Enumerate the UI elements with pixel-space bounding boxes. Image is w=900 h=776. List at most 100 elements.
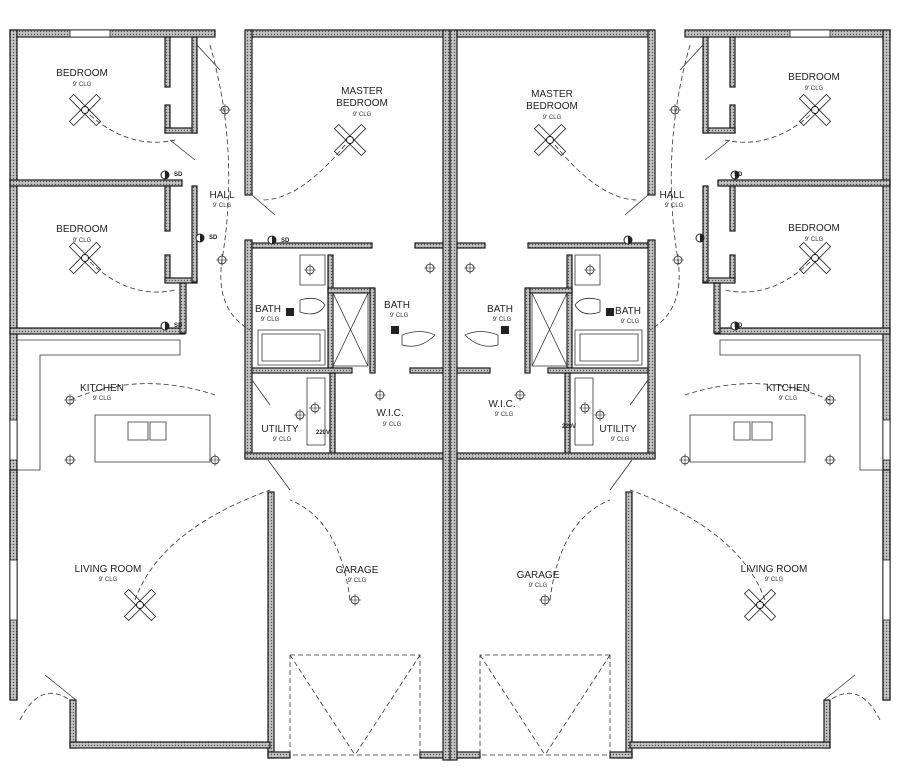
room-label-wic: W.I.C. bbox=[376, 408, 403, 419]
fan-hub bbox=[346, 136, 354, 144]
ceiling-label: 9' CLG bbox=[261, 317, 280, 323]
shower bbox=[332, 292, 369, 367]
ceiling-label: 9' CLG bbox=[611, 437, 630, 443]
wall bbox=[524, 287, 531, 374]
light-cross bbox=[424, 262, 436, 274]
wall bbox=[629, 741, 831, 749]
ceiling-label: 9' CLG bbox=[805, 86, 824, 92]
light-fixture-icon bbox=[584, 264, 596, 276]
toilet bbox=[574, 297, 601, 315]
wall bbox=[191, 36, 198, 134]
fixtures bbox=[17, 44, 883, 756]
exhaust-fan-icon bbox=[391, 326, 399, 334]
room-label-master: MASTER bbox=[341, 86, 383, 97]
switch-wiring bbox=[724, 261, 811, 293]
ceiling-fan-icon bbox=[798, 93, 832, 127]
light-cross bbox=[679, 454, 691, 466]
light-fixture-icon bbox=[514, 389, 526, 401]
ceiling-label: 9' CLG bbox=[805, 237, 824, 243]
light-fixture-icon bbox=[669, 104, 681, 116]
toilet bbox=[299, 297, 326, 315]
wall bbox=[566, 254, 573, 374]
wall bbox=[823, 699, 831, 749]
wall bbox=[251, 367, 353, 374]
wall bbox=[684, 29, 891, 38]
washer-dryer bbox=[574, 377, 594, 446]
light-fixture-icon bbox=[209, 454, 221, 466]
switch-wiring bbox=[684, 383, 831, 401]
wall bbox=[647, 239, 656, 459]
wall bbox=[454, 242, 486, 249]
wall bbox=[179, 282, 187, 334]
light-cross bbox=[824, 454, 836, 466]
smoke-detector-icon bbox=[735, 322, 739, 330]
ceiling-label: 9' CLG bbox=[495, 412, 514, 418]
wall bbox=[419, 751, 446, 759]
wall bbox=[713, 282, 721, 334]
washer-dryer bbox=[306, 377, 326, 446]
light-fixture-icon bbox=[304, 264, 316, 276]
door-swing bbox=[44, 674, 77, 701]
room-label-utility: UTILITY bbox=[261, 424, 299, 435]
shower bbox=[531, 292, 568, 367]
switch-wiring bbox=[209, 44, 251, 331]
smoke-detector-label: SD bbox=[734, 172, 743, 178]
wall bbox=[527, 242, 649, 249]
light-cross bbox=[514, 389, 526, 401]
light-cross bbox=[294, 409, 306, 421]
wall bbox=[247, 29, 446, 38]
switch-wiring bbox=[89, 114, 176, 143]
light-cross bbox=[579, 402, 591, 414]
wall bbox=[414, 242, 446, 249]
fan-hub bbox=[811, 106, 819, 114]
smoke-detector-icon bbox=[735, 171, 739, 179]
light-cross bbox=[464, 262, 476, 274]
ceiling-label: 9' CLG bbox=[213, 203, 232, 209]
ceiling-label: 9' CLG bbox=[353, 112, 372, 118]
window bbox=[882, 559, 891, 621]
bathtub bbox=[257, 329, 326, 366]
fan-hub bbox=[81, 254, 89, 262]
light-cross bbox=[309, 402, 321, 414]
room-label-bath: BATH bbox=[615, 306, 641, 317]
wall bbox=[647, 29, 656, 196]
wall bbox=[9, 327, 186, 335]
kitchen-counter bbox=[17, 339, 181, 471]
light-fixture-icon bbox=[539, 594, 551, 606]
wall bbox=[547, 367, 649, 374]
smoke-detector-label: SD bbox=[281, 238, 290, 244]
wall bbox=[164, 185, 171, 232]
smoke-detector-icon bbox=[165, 171, 169, 179]
switch-wiring bbox=[629, 489, 766, 601]
window bbox=[882, 419, 891, 461]
light-cross bbox=[539, 594, 551, 606]
smoke-detector-icon bbox=[700, 234, 704, 242]
wall bbox=[251, 242, 373, 249]
light-fixture-icon bbox=[374, 389, 386, 401]
smoke-detector-label: SD bbox=[174, 323, 183, 329]
wall bbox=[449, 29, 458, 761]
left-unit-labels: BEDROOM 9' CLG BEDROOM 9' CLG MASTER BED… bbox=[56, 68, 410, 584]
wall bbox=[717, 179, 891, 187]
door-swing bbox=[823, 674, 856, 701]
exhaust-fan-icon bbox=[606, 308, 614, 316]
room-label-bedroom: BEDROOM bbox=[788, 72, 840, 83]
smoke-detector-label: SD bbox=[734, 323, 743, 329]
fan-hub bbox=[756, 601, 764, 609]
room-label-bath: BATH bbox=[487, 304, 513, 315]
wall bbox=[69, 741, 271, 749]
wall bbox=[729, 36, 736, 88]
room-label-living: LIVING ROOM bbox=[75, 564, 142, 575]
light-cross bbox=[304, 264, 316, 276]
switch-wiring bbox=[89, 261, 176, 293]
room-label-bath: BATH bbox=[384, 300, 410, 311]
room-label-bath: BATH bbox=[255, 304, 281, 315]
door-swing bbox=[629, 379, 649, 406]
smoke-detector-icon bbox=[628, 236, 632, 244]
light-fixture-icon bbox=[64, 454, 76, 466]
light-fixture-icon bbox=[424, 262, 436, 274]
room-label-hall: HALL bbox=[209, 190, 234, 201]
exhaust-fan-icon bbox=[286, 308, 294, 316]
light-fixture-icon bbox=[349, 594, 361, 606]
